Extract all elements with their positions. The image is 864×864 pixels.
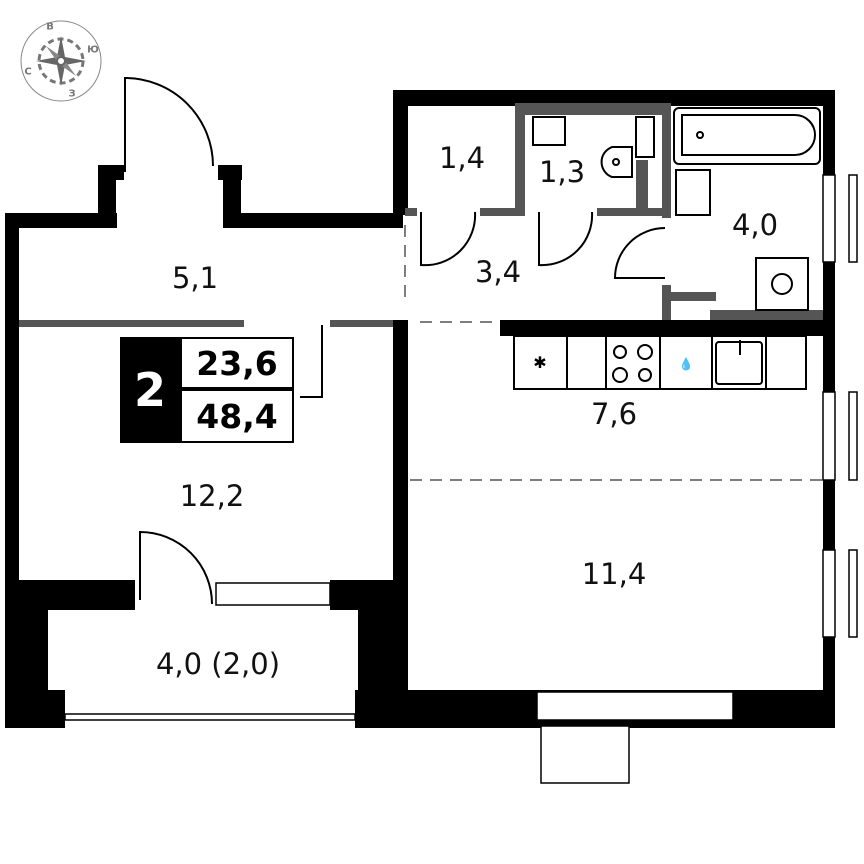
rooms-count: 2 [120,337,180,443]
fridge-icon: ✱ [533,353,546,372]
compass-east-label: В [46,21,54,33]
windows [64,174,858,784]
compass-north-label: С [24,66,32,78]
room-area-closet: 1,4 [438,141,486,175]
partitions [19,103,823,327]
kitchen-counter [513,335,807,390]
total-area: 48,4 [180,389,294,443]
living-area: 23,6 [180,337,294,389]
room-area-hall: 5,1 [171,261,219,295]
room-area-bathroom: 4,0 [731,208,779,242]
room-area-living: 11,4 [581,557,647,591]
exterior-walls [5,90,835,728]
room-area-toilet: 1,3 [538,155,586,189]
zone-lines [404,225,823,481]
compass-west-label: З [68,88,76,100]
room-area-kitchen: 7,6 [590,397,638,431]
doors [124,76,666,605]
room-area-bedroom: 12,2 [179,479,245,513]
room-area-corridor: 3,4 [474,255,522,289]
room-area-balcony: 4,0 (2,0) [155,647,281,681]
apartment-summary-badge: 2 23,6 48,4 [120,337,294,443]
bathroom-fixtures [532,107,821,311]
water-drop-icon: 💧 [679,357,694,371]
compass-south-label: Ю [87,44,99,56]
balcony [48,616,358,690]
compass-icon [20,20,102,102]
